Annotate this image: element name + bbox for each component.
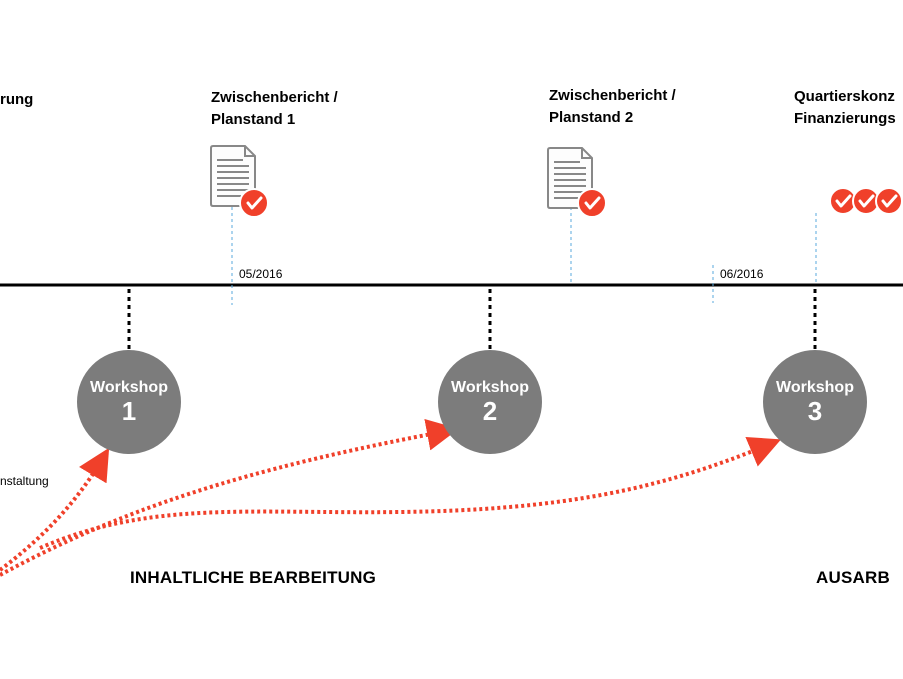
phase-label-elaboration: AUSARB	[816, 568, 890, 587]
workshop-number: 1	[121, 396, 137, 426]
check-circle-icon	[829, 187, 857, 215]
workshop-number: 3	[807, 396, 823, 426]
document-icon	[210, 145, 256, 207]
milestone-label-line2: rung	[0, 91, 34, 108]
arrow-to-workshop-3	[39, 436, 782, 550]
check-circle-icon	[875, 187, 903, 215]
milestone-label-line1: Zwischenbericht /	[211, 89, 338, 106]
date-label: 06/2016	[720, 267, 764, 281]
date-label: 05/2016	[239, 267, 283, 281]
milestone-label-3: Quartierskonz Finanzierungs	[794, 86, 896, 130]
event-label: nstaltung	[0, 474, 49, 488]
workshop-title: Workshop	[451, 379, 529, 396]
milestone-label-partial: rung	[0, 84, 33, 111]
workshop-title: Workshop	[776, 379, 854, 396]
check-circle-icon	[577, 188, 607, 218]
workshop-1: Workshop 1	[77, 350, 181, 454]
milestone-label-line2: Planstand 1	[211, 111, 296, 128]
milestone-label-2: Zwischenbericht / Planstand 2	[549, 85, 676, 129]
milestone-label-line2: Finanzierungs	[794, 110, 896, 127]
workshop-3: Workshop 3	[763, 350, 867, 454]
workshop-2: Workshop 2	[438, 350, 542, 454]
milestone-label-1: Zwischenbericht / Planstand 1	[211, 87, 338, 131]
arrow-to-workshop-1	[0, 447, 110, 572]
workshop-title: Workshop	[90, 379, 168, 396]
check-circle-icon	[239, 188, 269, 218]
milestone-label-line1: Quartierskonz	[794, 88, 895, 105]
milestone-label-line2: Planstand 2	[549, 109, 634, 126]
milestone-label-line1: Zwischenbericht /	[549, 87, 676, 104]
phase-label-content: INHALTLICHE BEARBEITUNG	[130, 568, 377, 587]
workshop-number: 2	[482, 396, 498, 426]
arrow-to-workshop-2	[0, 418, 459, 577]
